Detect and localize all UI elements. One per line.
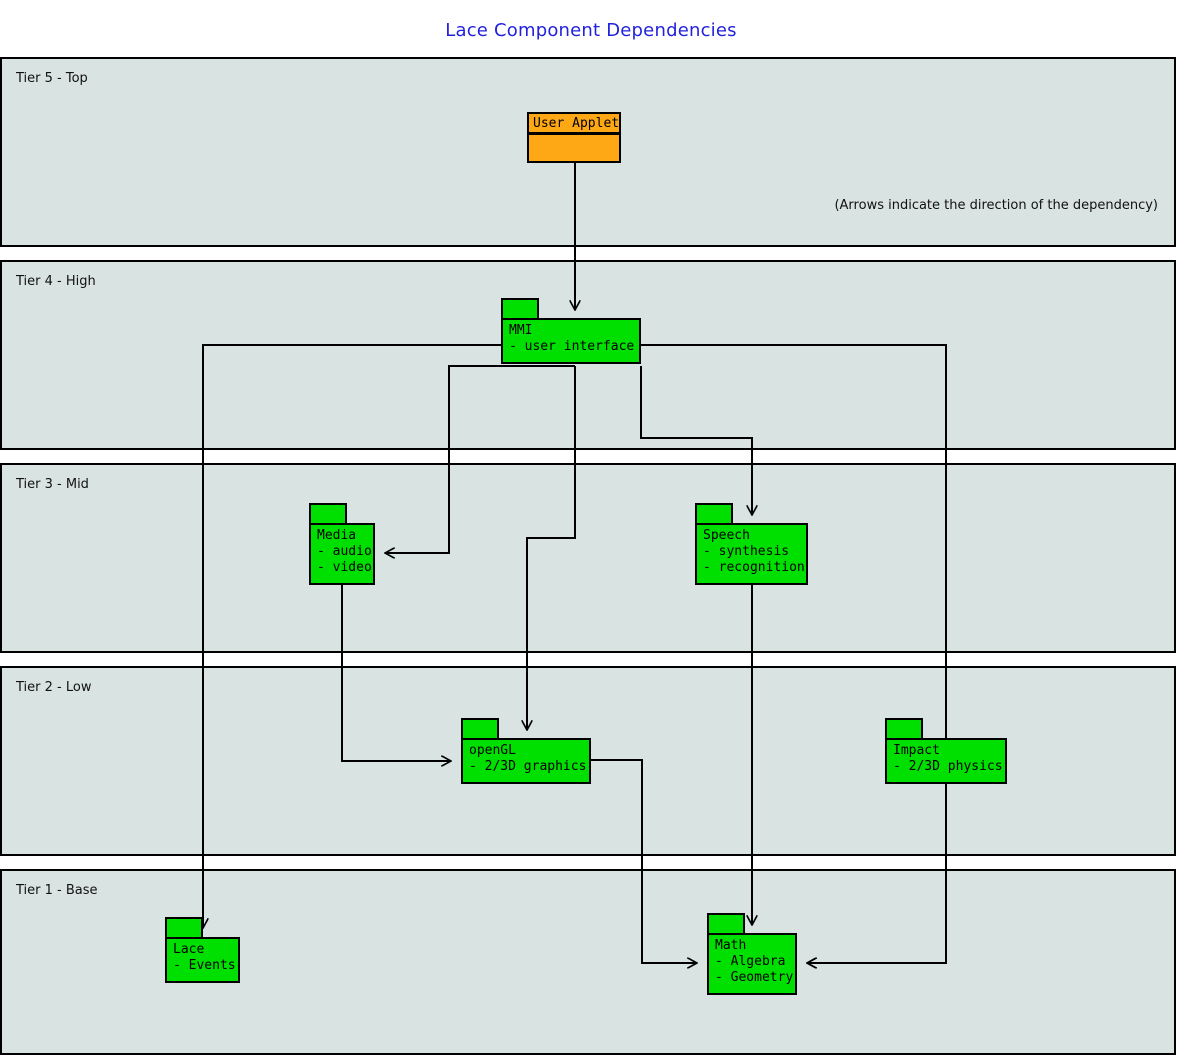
package-tab-icon bbox=[165, 917, 203, 939]
component-body bbox=[527, 133, 621, 163]
package-tab-icon bbox=[309, 503, 347, 525]
component-label: Impact - 2/3D physics bbox=[885, 738, 1007, 784]
tier-label: Tier 5 - Top bbox=[16, 71, 88, 86]
component-label: Math - Algebra - Geometry bbox=[707, 933, 797, 995]
component-label: MMI - user interface bbox=[501, 318, 641, 364]
package-tab-icon bbox=[885, 718, 923, 740]
component-label: Speech - synthesis - recognition bbox=[695, 523, 808, 585]
legend-note: (Arrows indicate the direction of the de… bbox=[834, 198, 1158, 213]
package-tab-icon bbox=[695, 503, 733, 525]
tier-3-mid: Tier 3 - Mid bbox=[0, 463, 1176, 653]
component-label: Lace - Events bbox=[165, 937, 240, 983]
package-tab-icon bbox=[461, 718, 499, 740]
component-label: Media - audio - video bbox=[309, 523, 375, 585]
page-title: Lace Component Dependencies bbox=[445, 20, 737, 41]
tier-label: Tier 2 - Low bbox=[16, 680, 92, 695]
component-label: User Applet bbox=[527, 112, 621, 134]
tier-label: Tier 3 - Mid bbox=[16, 477, 89, 492]
tier-label: Tier 1 - Base bbox=[16, 883, 98, 898]
package-tab-icon bbox=[501, 298, 539, 320]
tier-4-high: Tier 4 - High bbox=[0, 260, 1176, 450]
component-label: openGL - 2/3D graphics bbox=[461, 738, 591, 784]
tier-1-base: Tier 1 - Base bbox=[0, 869, 1176, 1055]
tier-label: Tier 4 - High bbox=[16, 274, 96, 289]
package-tab-icon bbox=[707, 913, 745, 935]
